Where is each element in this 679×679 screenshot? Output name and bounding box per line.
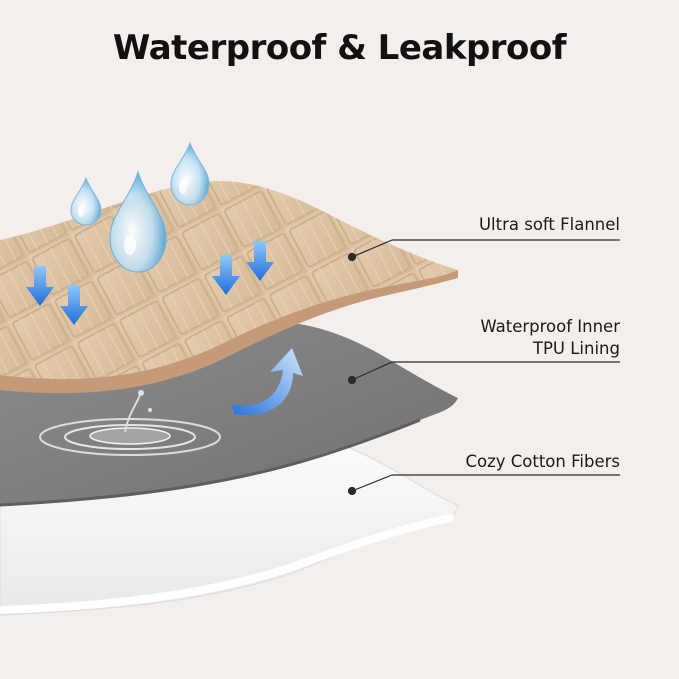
label-tpu-line-2: TPU Lining (532, 339, 620, 358)
down-arrow-icon (26, 266, 54, 306)
leader-lines (347, 239, 620, 496)
label-flannel: Ultra soft Flannel (479, 214, 620, 236)
leader-line-cotton (351, 474, 393, 492)
down-arrow-icon (212, 255, 240, 295)
label-tpu-lining: Waterproof Inner TPU Lining (480, 316, 620, 360)
water-drop-icon (170, 141, 210, 206)
blocked-water-arrow-icon (232, 348, 303, 416)
water-drop-icons (70, 141, 210, 273)
water-drop-icon (109, 170, 167, 273)
page-title: Waterproof & Leakproof (112, 28, 567, 68)
water-drop-icon (70, 176, 102, 226)
leader-line-flannel (351, 239, 393, 258)
label-cotton: Cozy Cotton Fibers (465, 451, 620, 473)
label-flannel-line-1: Ultra soft Flannel (478, 215, 620, 234)
label-tpu-line-1: Waterproof Inner (480, 317, 620, 336)
leader-line-tpu (351, 361, 393, 381)
down-arrow-icon (246, 241, 274, 281)
down-arrow-icons (26, 241, 274, 325)
down-arrow-icon (60, 285, 88, 325)
water-splash (39, 390, 221, 456)
label-cotton-line-1: Cozy Cotton Fibers (465, 452, 620, 471)
